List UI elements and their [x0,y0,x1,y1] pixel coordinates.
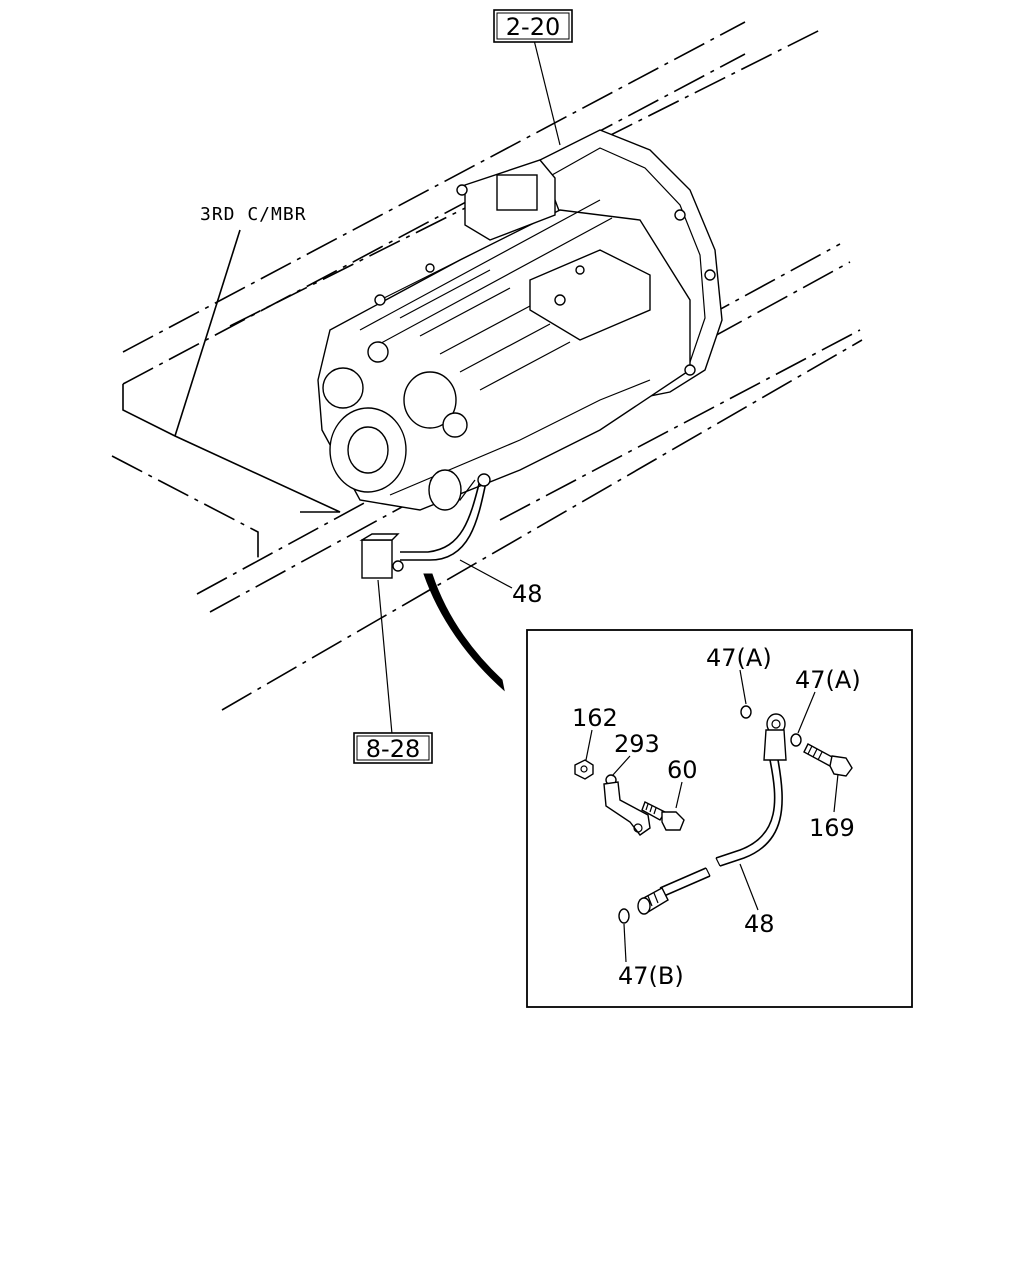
label-60: 60 [667,756,698,784]
nut-162 [574,759,594,780]
washer-47b [618,908,630,924]
crossmember [111,229,341,560]
label-47b: 47(B) [618,962,684,990]
detail-inset [526,629,913,1008]
label-48-detail: 48 [744,910,775,938]
bolt-60 [641,801,685,831]
washer-47a-left [740,705,752,719]
label-3rd-crossmember: 3RD C/MBR [200,204,307,225]
leader-lines [377,39,561,735]
ref-2-20: 2-20 [506,13,560,41]
detail-parts [574,705,853,924]
label-47a-left: 47(A) [706,644,772,672]
transmission [317,129,723,511]
ref-box-bottom: 8-28 [353,732,433,764]
banjo-fitting [763,713,787,761]
frame-rails [122,21,863,711]
bracket-293 [603,774,651,836]
label-47a-right: 47(A) [795,666,861,694]
ref-box-top: 2-20 [493,9,573,43]
ref-8-28: 8-28 [366,735,420,763]
label-162: 162 [572,704,618,732]
label-169: 169 [809,814,855,842]
hose-48-detail [637,759,783,915]
label-293: 293 [614,730,660,758]
washer-47a-right [790,733,802,747]
detail-pointer [423,573,505,692]
label-48-main: 48 [512,580,543,608]
detail-leaders [585,669,839,963]
bolt-169 [803,743,853,777]
hose-48-assembly [359,473,491,579]
